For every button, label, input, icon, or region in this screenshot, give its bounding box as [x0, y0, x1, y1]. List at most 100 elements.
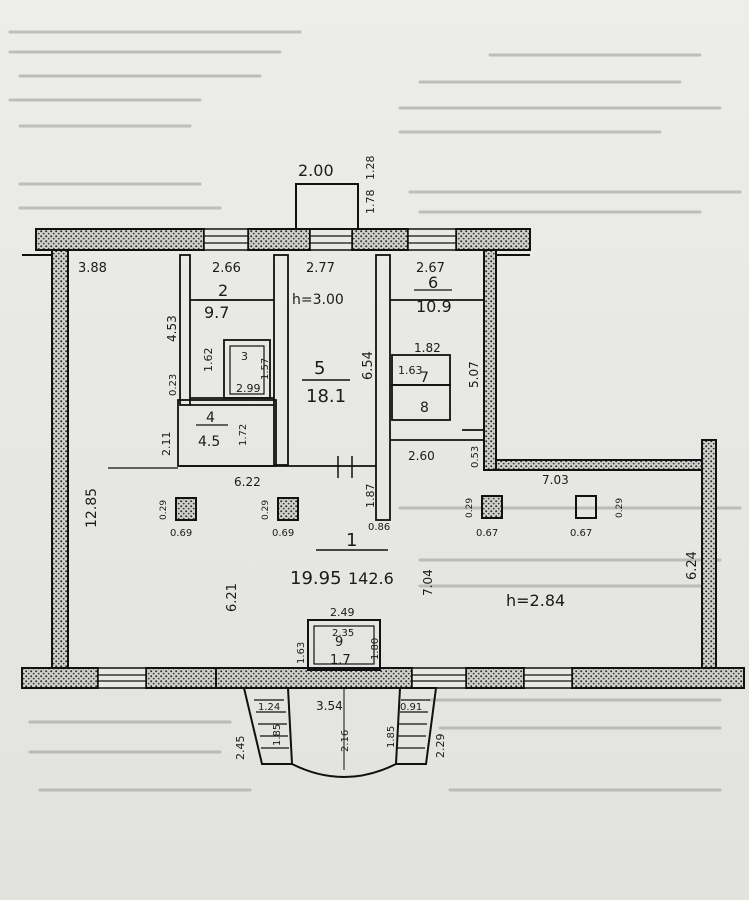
dim-1-87: 1.87 — [364, 484, 377, 509]
room-4-area: 4.5 — [198, 434, 220, 450]
room-6-number: 6 — [428, 273, 438, 292]
room-1-area: 19.95 — [290, 568, 342, 589]
room-7-area: 1.63 — [398, 364, 423, 377]
room-2-area: 9.7 — [204, 303, 229, 322]
wall-top-right — [455, 228, 531, 251]
dim-2-49: 2.49 — [330, 606, 355, 619]
dim-12-85: 12.85 — [84, 488, 100, 528]
room8-outline — [391, 384, 451, 421]
dim-1-72: 1.72 — [238, 424, 249, 446]
dim-7-03: 7.03 — [542, 473, 569, 487]
dim-2-00: 2.00 — [298, 161, 334, 180]
dim-2-66: 2.66 — [212, 261, 241, 276]
wall-left — [51, 249, 69, 671]
room-1-area-extra: 142.6 — [348, 569, 394, 588]
dim-0-67-b: 0.67 — [570, 528, 592, 539]
column-3 — [481, 495, 503, 519]
ceiling-height-top: h=3.00 — [292, 292, 344, 308]
dim-0-67-a: 0.67 — [476, 528, 498, 539]
room-labels: 2 9.7 3 2.99 4 4.5 5 18.1 6 10.9 7 1.63 … — [198, 273, 565, 668]
dim-0-69-a: 0.69 — [170, 528, 192, 539]
dim-2-77: 2.77 — [306, 261, 335, 276]
dimension-labels: 2.00 1.78 1.28 3.88 2.66 2.77 2.67 4.53 … — [78, 156, 700, 761]
room-9-number: 9 — [335, 635, 343, 650]
dim-0-69-b: 0.69 — [272, 528, 294, 539]
top-chimney — [295, 183, 359, 230]
wall-top-mid2 — [351, 228, 409, 251]
dim-2-16: 2.16 — [340, 730, 351, 752]
dim-0-23: 0.23 — [168, 374, 179, 396]
dim-1-62: 1.62 — [202, 348, 215, 373]
dim-2-35: 2.35 — [332, 628, 354, 639]
wall-bottom-left2 — [145, 667, 217, 689]
dim-0-29-d: 0.29 — [615, 498, 625, 518]
room4-outline — [177, 399, 277, 467]
window-bottom-3 — [523, 667, 573, 689]
dim-4-53: 4.53 — [165, 315, 179, 342]
column-2 — [277, 497, 299, 521]
column-1 — [175, 497, 197, 521]
dim-0-29-b: 0.29 — [261, 500, 271, 520]
wall-top-left — [35, 228, 205, 251]
room-5-area: 18.1 — [306, 386, 346, 407]
room-7-number: 7 — [420, 370, 429, 386]
room-1-number: 1 — [346, 530, 357, 551]
wall-bottom-right — [465, 667, 525, 689]
dim-1-85-a: 1.85 — [272, 724, 283, 746]
dim-0-91: 0.91 — [400, 702, 422, 713]
room-6-area: 10.9 — [416, 297, 452, 316]
partition-room5-left — [273, 254, 289, 466]
wall-right-lower — [701, 439, 717, 671]
partition-room5-right — [375, 254, 391, 521]
dim-1-80: 1.80 — [370, 638, 381, 660]
room-4-number: 4 — [206, 410, 215, 426]
dim-1-28: 1.28 — [364, 156, 377, 181]
wall-right-upper — [483, 249, 497, 471]
dim-1-24: 1.24 — [258, 702, 280, 713]
dim-0-29-a: 0.29 — [159, 500, 169, 520]
window-bottom-1 — [97, 667, 147, 689]
entrance-porch — [242, 687, 438, 778]
wall-bottom-right2 — [571, 667, 745, 689]
room-5-number: 5 — [314, 358, 325, 379]
dim-0-86: 0.86 — [368, 522, 390, 533]
dim-0-29-c: 0.29 — [465, 498, 475, 518]
dim-5-07: 5.07 — [467, 361, 481, 388]
dim-6-22: 6.22 — [234, 475, 261, 489]
dim-6-21: 6.21 — [225, 583, 240, 612]
window-top-3 — [407, 228, 457, 251]
column-4 — [575, 495, 597, 519]
dim-3-88: 3.88 — [78, 261, 107, 276]
dim-3-54: 3.54 — [316, 699, 343, 713]
dim-1-82: 1.82 — [414, 341, 441, 355]
wall-bottom-left — [21, 667, 99, 689]
dim-2-29: 2.29 — [434, 734, 447, 759]
room-9-area: 1.7 — [330, 653, 351, 668]
dim-1-85-b: 1.85 — [386, 726, 397, 748]
dim-1-78: 1.78 — [364, 190, 377, 215]
dim-6-24: 6.24 — [685, 551, 700, 580]
wall-top-mid — [247, 228, 311, 251]
room-8-number: 8 — [420, 400, 429, 416]
dim-1-63: 1.63 — [296, 642, 307, 664]
room3-outline — [223, 339, 271, 399]
dim-1-57: 1.57 — [260, 358, 271, 380]
room-2-number: 2 — [218, 281, 228, 300]
dim-2-67: 2.67 — [416, 261, 445, 276]
wall-step — [495, 459, 703, 471]
walls — [21, 183, 745, 778]
window-bottom-2 — [411, 667, 467, 689]
window-top-2 — [309, 228, 353, 251]
dim-2-11: 2.11 — [160, 432, 173, 457]
dim-2-60: 2.60 — [408, 449, 435, 463]
dim-7-04: 7.04 — [421, 569, 435, 596]
partition-room2-left — [179, 254, 191, 406]
room-3-number: 3 — [241, 350, 248, 363]
room-3-area: 2.99 — [236, 382, 261, 395]
window-top-1 — [203, 228, 249, 251]
room9-outline — [307, 619, 381, 671]
dim-2-45: 2.45 — [234, 736, 247, 761]
background-bleed-lines — [8, 30, 742, 792]
